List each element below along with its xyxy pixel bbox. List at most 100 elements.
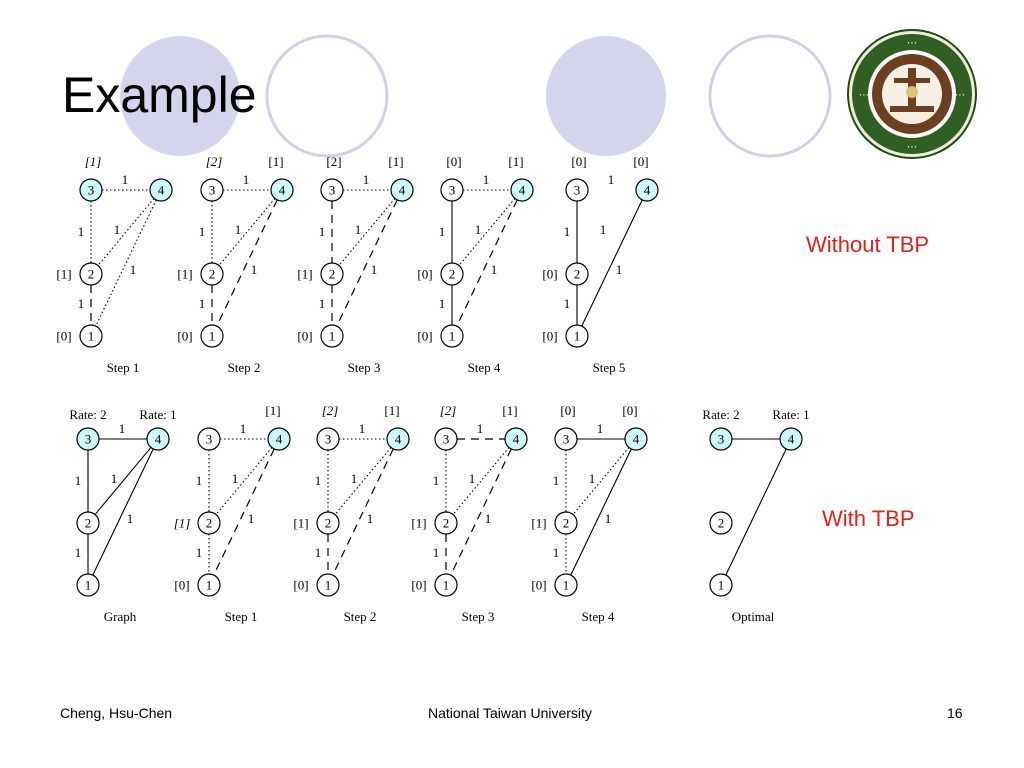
edge-4-2 — [452, 447, 510, 515]
without-tbp-note: Without TBP — [806, 232, 930, 257]
edge-weight-21: 1 — [196, 545, 203, 560]
node-annotation-3: [2] — [440, 403, 457, 418]
node-2 — [320, 262, 344, 286]
diagram-caption: Step 4 — [582, 609, 615, 624]
node-label-3: 3 — [88, 183, 95, 198]
deco-circle-ring-2 — [708, 34, 832, 158]
node-label-3: 3 — [718, 432, 725, 447]
node-label-3: 3 — [443, 432, 450, 447]
edge-weight-42: 1 — [232, 471, 239, 486]
node-label-3: 3 — [449, 183, 456, 198]
node-2 — [200, 262, 224, 286]
edge-4-2 — [458, 198, 516, 266]
edge-weight-41: 1 — [367, 511, 374, 526]
edge-weight-32: 1 — [78, 224, 85, 239]
node-label-3: 3 — [329, 183, 336, 198]
node-label-3: 3 — [563, 432, 570, 447]
node-annotation-1: [0] — [174, 578, 189, 593]
node-annotation-2: [1] — [56, 267, 71, 282]
node-label-2: 2 — [209, 267, 216, 282]
node-label-1: 1 — [325, 578, 332, 593]
diagram-caption: Step 5 — [593, 360, 626, 375]
node-label-1: 1 — [85, 578, 92, 593]
node-2 — [197, 511, 221, 535]
node-annotation-1: [0] — [56, 329, 71, 344]
edge-weight-21: 1 — [75, 545, 82, 560]
node-label-1: 1 — [209, 329, 216, 344]
node-3 — [197, 427, 221, 451]
node-annotation-1: [0] — [293, 578, 308, 593]
edge-weight-42: 1 — [351, 471, 358, 486]
node-annotation-4: Rate: 1 — [139, 407, 176, 422]
node-label-3: 3 — [325, 432, 332, 447]
node-4 — [146, 427, 170, 451]
node-annotation-1: [0] — [411, 578, 426, 593]
node-annotation-2: [1] — [297, 267, 312, 282]
node-label-1: 1 — [443, 578, 450, 593]
edge-weight-21: 1 — [78, 296, 85, 311]
node-label-1: 1 — [563, 578, 570, 593]
node-4 — [624, 427, 648, 451]
node-annotation-1: [0] — [542, 329, 557, 344]
node-4 — [270, 178, 294, 202]
node-annotation-1: [0] — [417, 329, 432, 344]
node-annotation-3: Rate: 2 — [69, 407, 106, 422]
diagram-caption: Step 4 — [468, 360, 501, 375]
node-annotation-1: [0] — [177, 329, 192, 344]
edge-weight-42: 1 — [600, 222, 607, 237]
node-annotation-3: [0] — [560, 403, 575, 418]
node-annotation-4: Rate: 1 — [772, 407, 809, 422]
node-label-4: 4 — [399, 183, 406, 198]
node-label-3: 3 — [206, 432, 213, 447]
edge-weight-41: 1 — [491, 262, 498, 277]
edge-weight-21: 1 — [315, 545, 322, 560]
edge-weight-42: 1 — [475, 222, 482, 237]
edge-weight-21: 1 — [199, 296, 206, 311]
edge-4-2 — [218, 198, 276, 266]
edge-4-1 — [450, 448, 512, 576]
edge-weight-32: 1 — [564, 224, 571, 239]
node-label-4: 4 — [644, 183, 651, 198]
node-annotation-3: [2] — [326, 154, 341, 169]
node-4 — [149, 178, 173, 202]
node-2 — [709, 511, 733, 535]
decorative-circles — [120, 34, 832, 158]
node-4 — [635, 178, 659, 202]
node-1 — [709, 573, 733, 597]
edge-weight-34: 1 — [359, 421, 366, 436]
node-2 — [79, 262, 103, 286]
node-label-2: 2 — [206, 516, 213, 531]
diagram-caption: Step 1 — [225, 609, 258, 624]
edge-4-1 — [332, 448, 394, 576]
node-2 — [316, 511, 340, 535]
diagram-caption: Step 2 — [344, 609, 377, 624]
node-3 — [76, 427, 100, 451]
node-annotation-2: [1] — [411, 516, 426, 531]
node-annotation-1: [0] — [531, 578, 546, 593]
node-annotation-3: [2] — [206, 154, 223, 169]
node-3 — [316, 427, 340, 451]
node-1 — [316, 573, 340, 597]
node-label-3: 3 — [209, 183, 216, 198]
footer-author: Cheng, Hsu-Chen — [60, 705, 173, 721]
node-1 — [554, 573, 578, 597]
node-3 — [440, 178, 464, 202]
edge-weight-34: 1 — [243, 172, 250, 187]
deco-circle-ring-1 — [265, 34, 389, 158]
node-label-2: 2 — [329, 267, 336, 282]
node-annotation-3: [0] — [571, 154, 586, 169]
node-4 — [779, 427, 803, 451]
node-3 — [79, 178, 103, 202]
node-label-1: 1 — [574, 329, 581, 344]
node-annotation-2: [0] — [542, 267, 557, 282]
node-label-3: 3 — [574, 183, 581, 198]
node-4 — [267, 427, 291, 451]
node-label-4: 4 — [788, 432, 795, 447]
diagram-caption: Step 2 — [228, 360, 261, 375]
svg-text:⋯: ⋯ — [955, 90, 965, 101]
edge-weight-32: 1 — [75, 473, 82, 488]
diagram-caption: Step 3 — [462, 609, 495, 624]
node-4 — [390, 178, 414, 202]
